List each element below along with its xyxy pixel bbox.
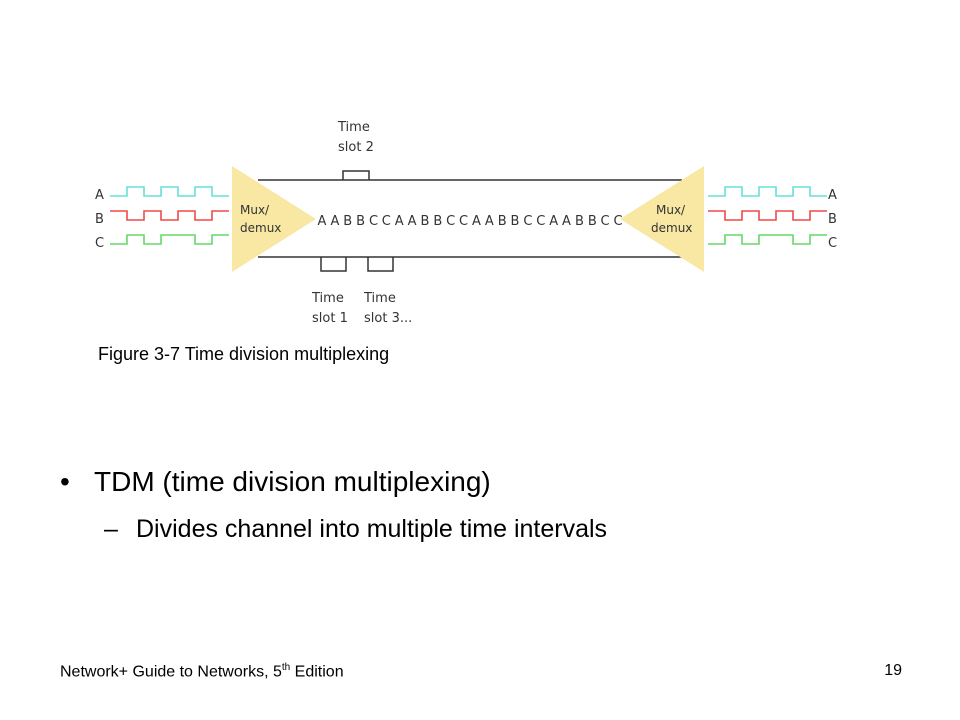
sequence-letter: A: [485, 214, 494, 229]
sequence-letter: C: [601, 214, 610, 229]
time-slot-1-label-line2: slot 1: [312, 311, 348, 326]
sequence-letter: B: [498, 214, 507, 229]
time-slot-3-label-line2: slot 3...: [364, 311, 412, 326]
mux-left-triangle: [232, 166, 316, 272]
output-label-b: B: [828, 212, 837, 227]
time-slot-2-label-line2: slot 2: [338, 140, 374, 155]
page-number: 19: [884, 662, 902, 679]
sequence-letter: A: [395, 214, 404, 229]
sub-bullet-mark: –: [104, 515, 118, 543]
sequence-letter: C: [523, 214, 532, 229]
sequence-letter: B: [511, 214, 520, 229]
output-signal-a: [708, 186, 827, 197]
time-slot-1-label-line1: Time: [311, 291, 344, 306]
sequence-letter: A: [562, 214, 571, 229]
sub-bullet-text: Divides channel into multiple time inter…: [136, 515, 608, 543]
sequence-letter: B: [433, 214, 442, 229]
input-label-b: B: [95, 212, 104, 227]
sequence-letter: B: [575, 214, 584, 229]
time-slot-2-pulse: [342, 170, 370, 180]
time-slot-3-pulse: [367, 257, 394, 272]
sequence-letter: A: [330, 214, 339, 229]
time-slot-3-label-line1: Time: [363, 291, 396, 306]
sequence-letter: B: [356, 214, 365, 229]
footer-book-title: Network+ Guide to Networks, 5th Edition: [60, 662, 344, 681]
sequence-letter: C: [613, 214, 622, 229]
time-slot-2-label-line1: Time: [337, 120, 370, 135]
mux-right-label-line1: Mux/: [656, 203, 686, 217]
mux-left-label-line1: Mux/: [240, 203, 270, 217]
tdm-diagram: Mux/ demux Mux/ demux Time slot 2 Time s…: [95, 120, 837, 326]
mux-right-label-line2: demux: [651, 221, 692, 235]
sequence-letter: A: [549, 214, 558, 229]
figure-caption: Figure 3-7 Time division multiplexing: [98, 344, 390, 364]
time-slot-1-pulse: [320, 257, 347, 272]
mux-right-triangle: [620, 166, 704, 272]
sequence-letter: B: [588, 214, 597, 229]
footer-book-suffix: Edition: [290, 663, 344, 681]
input-label-a: A: [95, 188, 104, 203]
sequence-letter: C: [446, 214, 455, 229]
sequence-letter: B: [421, 214, 430, 229]
sub-bullet-item: –Divides channel into multiple time inte…: [104, 515, 607, 544]
input-signal-b: [110, 210, 229, 221]
sequence-letter: C: [536, 214, 545, 229]
sequence-letter: C: [459, 214, 468, 229]
sequence-letter: B: [343, 214, 352, 229]
input-signal-c: [110, 234, 229, 245]
footer-book-superscript: th: [281, 662, 291, 673]
sequence-letter: A: [318, 214, 327, 229]
sequence-letter: A: [472, 214, 481, 229]
sequence-letter: C: [369, 214, 378, 229]
output-label-a: A: [828, 188, 837, 203]
footer-book-prefix: Network+ Guide to Networks, 5: [60, 663, 282, 681]
output-label-c: C: [828, 236, 837, 251]
bullet-text: TDM (time division multiplexing): [94, 466, 491, 497]
output-signal-b: [708, 210, 827, 221]
mux-left-label-line2: demux: [240, 221, 281, 235]
sequence-letter: C: [382, 214, 391, 229]
input-label-c: C: [95, 236, 104, 251]
input-signal-a: [110, 186, 229, 197]
bullet-mark: •: [60, 466, 70, 497]
output-signal-c: [708, 234, 827, 245]
sequence-letter: A: [408, 214, 417, 229]
bullet-item: • TDM (time division multiplexing): [60, 466, 491, 498]
